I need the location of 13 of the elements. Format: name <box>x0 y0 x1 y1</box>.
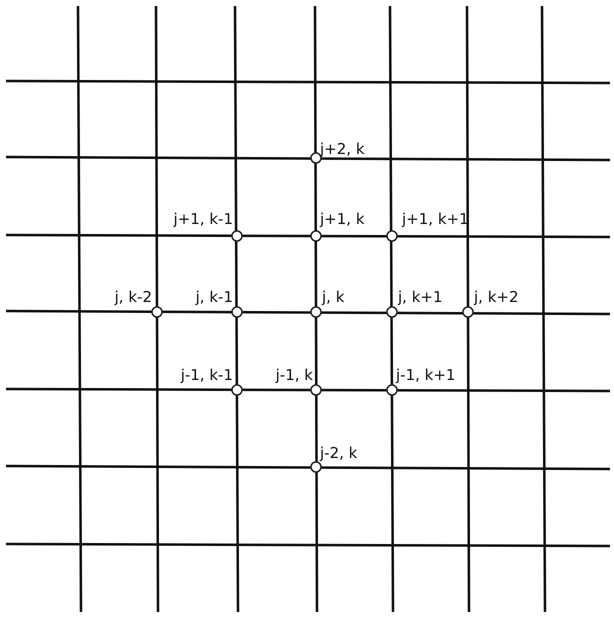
point-label: j, k-1 <box>196 288 233 306</box>
point-label: j+1, k-1 <box>174 210 233 228</box>
point-label: j-1, k <box>276 366 313 384</box>
point-label: j, k+2 <box>474 288 519 306</box>
point-label: j, k+1 <box>398 288 443 306</box>
point-label: j-1, k-1 <box>180 366 233 384</box>
point-label: j+1, k+1 <box>402 210 469 228</box>
point-label: j-1, k+1 <box>396 366 456 384</box>
point-label: j+1, k <box>320 210 365 228</box>
point-label: j, k-2 <box>114 288 152 306</box>
point-label: j, k <box>322 288 344 306</box>
point-label: j-2, k <box>320 444 358 462</box>
point-label: j+2, k <box>320 140 365 158</box>
